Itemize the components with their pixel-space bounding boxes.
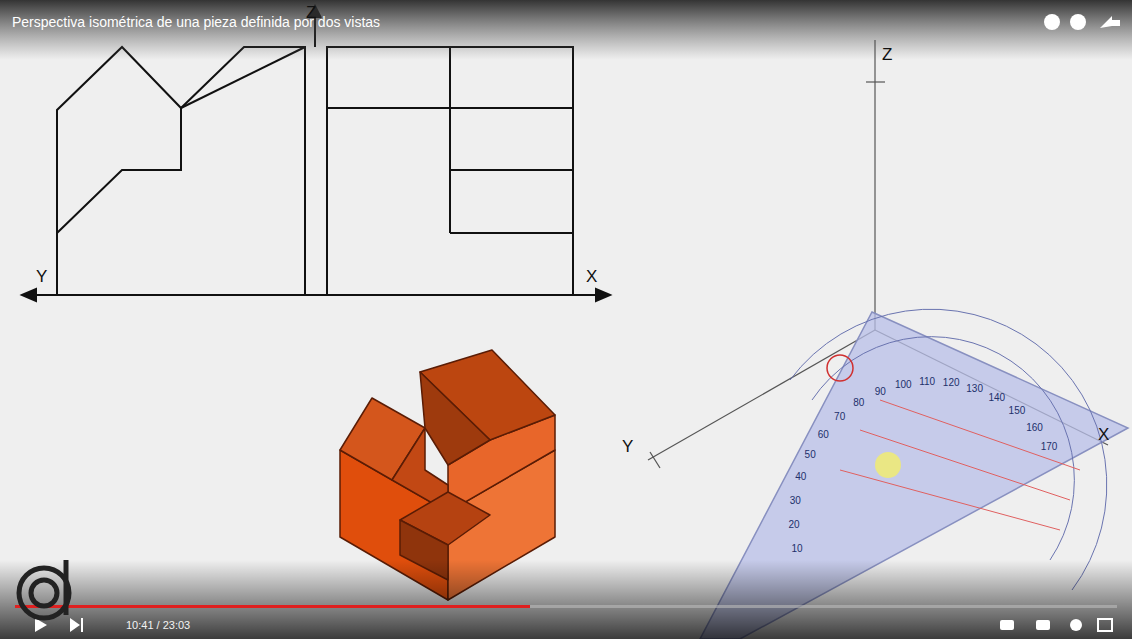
protractor-number: 90 — [875, 387, 886, 397]
protractor-number: 20 — [789, 520, 800, 530]
axis-label: Y — [622, 438, 633, 455]
channel-logo — [19, 560, 69, 618]
protractor-number: 140 — [988, 393, 1005, 403]
axis-label: X — [586, 268, 597, 285]
protractor-number: 60 — [818, 430, 829, 440]
axis-label: Z — [882, 46, 892, 63]
protractor-number: 170 — [1041, 442, 1058, 452]
protractor-number: 50 — [805, 450, 816, 460]
protractor-number: 120 — [943, 378, 960, 388]
protractor-number: 150 — [1009, 406, 1026, 416]
axis-label: Y — [36, 268, 47, 285]
axis-label: Z — [306, 4, 316, 21]
protractor-number: 110 — [919, 377, 935, 387]
protractor-number: 70 — [834, 412, 845, 422]
protractor-number: 40 — [795, 472, 806, 482]
axis-label: X — [1098, 426, 1109, 443]
player-controls — [35, 618, 1112, 632]
protractor-number: 30 — [790, 496, 801, 506]
protractor-number: 100 — [895, 380, 912, 390]
protractor-number: 130 — [966, 384, 983, 394]
protractor-number: 10 — [791, 544, 802, 554]
player-icons — [1044, 14, 1120, 30]
protractor-number: 80 — [853, 398, 864, 408]
video-title: Perspectiva isométrica de una pieza defi… — [12, 14, 380, 30]
video-time: 10:41 / 23:03 — [126, 620, 190, 631]
protractor-number: 160 — [1026, 423, 1043, 433]
